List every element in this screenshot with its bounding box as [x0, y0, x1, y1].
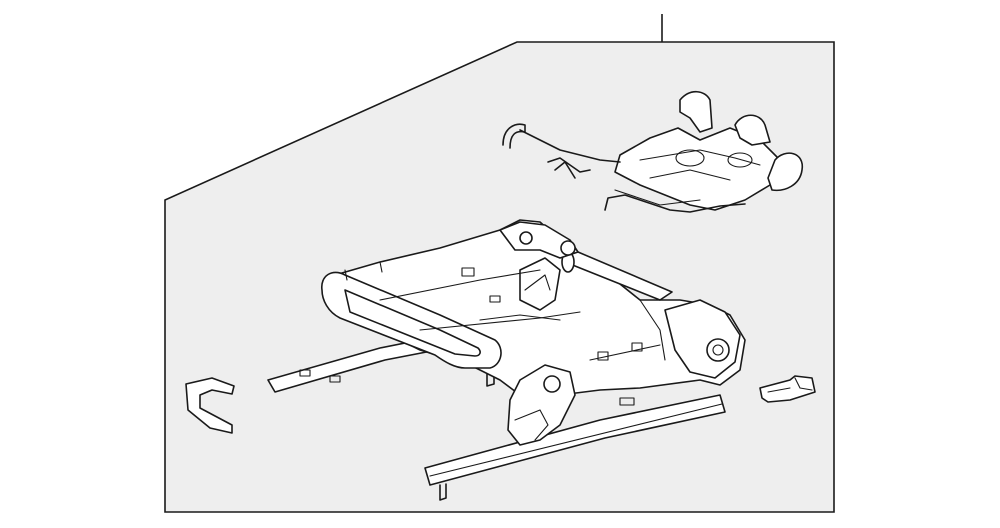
right-clip[interactable] [759, 375, 816, 403]
wire-harness[interactable] [502, 90, 803, 213]
left-bracket[interactable] [185, 377, 235, 434]
seat-frame-base[interactable] [267, 219, 746, 501]
